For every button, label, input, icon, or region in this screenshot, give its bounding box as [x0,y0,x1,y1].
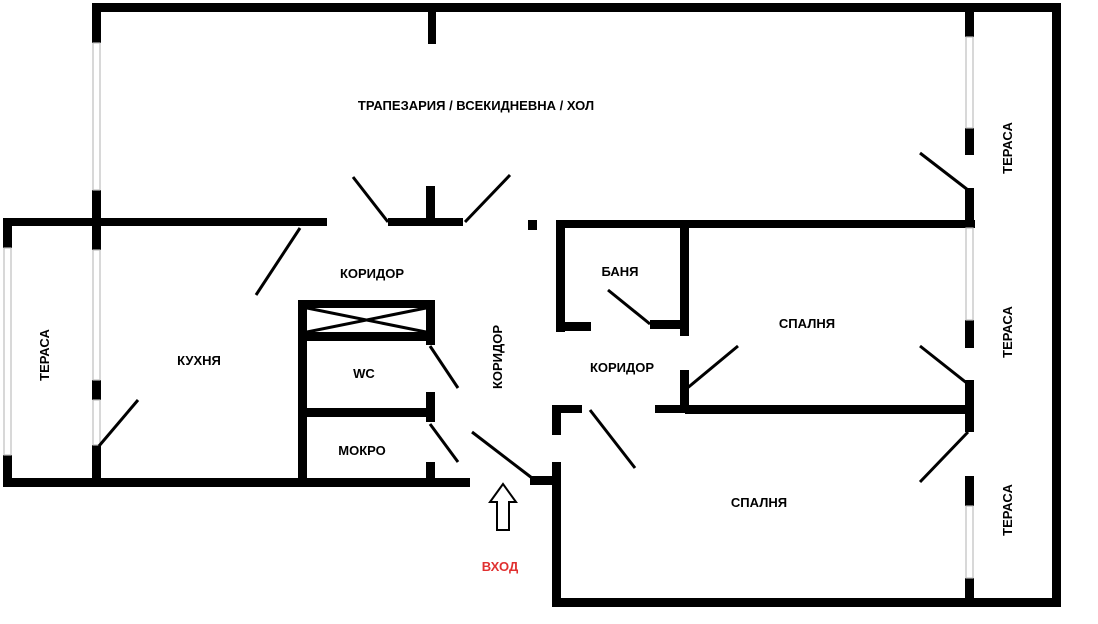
entrance-arrow-icon [488,482,518,531]
doors [97,151,970,484]
label-entrance: ВХОД [482,559,519,574]
windows [3,36,974,579]
label-bedroom-top: СПАЛНЯ [779,316,835,331]
label-terrace-right-top: ТЕРАСА [1000,122,1015,174]
label-bedroom-bottom: СПАЛНЯ [731,495,787,510]
label-wet-room: МОКРО [338,443,386,458]
ventilation-shaft [306,306,427,334]
label-bathroom: БАНЯ [602,264,639,279]
label-corridor-right: КОРИДОР [590,360,654,375]
label-terrace-right-middle: ТЕРАСА [1000,306,1015,358]
label-terrace-left: ТЕРАСА [37,329,52,381]
label-terrace-right-bottom: ТЕРАСА [1000,484,1015,536]
walls [3,3,1061,607]
label-living: ТРАПЕЗАРИЯ / ВСЕКИДНЕВНА / ХОЛ [358,98,594,113]
label-kitchen: КУХНЯ [177,353,221,368]
label-wc: WC [353,366,375,381]
label-corridor-top: КОРИДОР [340,266,404,281]
label-corridor-vertical: КОРИДОР [490,325,505,389]
